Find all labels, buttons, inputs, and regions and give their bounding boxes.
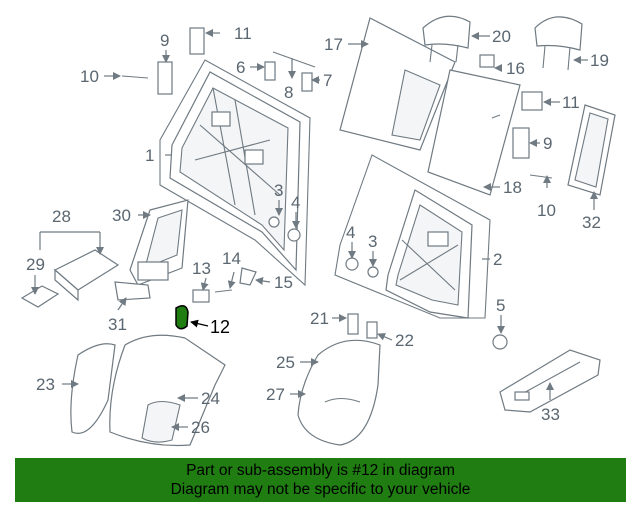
callout-24: 24 — [201, 389, 220, 408]
callout-19: 19 — [590, 51, 609, 70]
leader-lines — [31, 29, 598, 431]
callout-14: 14 — [222, 249, 241, 268]
callout-labels: 1 2 3 3 4 4 5 6 7 8 9 9 10 10 11 11 12 1… — [26, 24, 609, 437]
callout-17: 17 — [324, 35, 343, 54]
back-panel — [339, 17, 456, 151]
banner-line-1: Part or sub-assembly is #12 in diagram — [186, 462, 455, 479]
armrest-assembly — [129, 199, 189, 286]
back-panel-right — [427, 69, 521, 196]
callout-13: 13 — [192, 259, 211, 278]
callout-21: 21 — [310, 309, 329, 328]
parts-diagram: 1 2 3 3 4 4 5 6 7 8 9 9 10 10 11 11 12 1… — [20, 15, 616, 447]
trim-panel — [567, 104, 616, 196]
callout-32: 32 — [582, 213, 601, 232]
cover-piece — [114, 281, 151, 301]
callout-28: 28 — [52, 207, 71, 226]
armrest-bracket — [20, 285, 60, 308]
callout-23: 23 — [36, 375, 55, 394]
armrest-pad — [53, 249, 120, 302]
callout-9: 9 — [160, 31, 169, 50]
callout-26: 26 — [191, 418, 210, 437]
callout-18: 18 — [503, 178, 522, 197]
armrest-housing — [499, 349, 601, 413]
callout-3b: 3 — [368, 232, 377, 251]
callout-7: 7 — [323, 71, 332, 90]
callout-20: 20 — [492, 27, 511, 46]
callout-1: 1 — [145, 146, 154, 165]
headrest-left — [422, 15, 471, 63]
callout-29: 29 — [26, 255, 45, 274]
callout-2: 2 — [493, 250, 502, 269]
callout-3: 3 — [274, 181, 283, 200]
callout-6: 6 — [236, 58, 245, 77]
callout-27: 27 — [266, 385, 285, 404]
fasteners — [121, 27, 553, 350]
callout-9b: 9 — [543, 134, 552, 153]
seat-side-trim — [70, 343, 116, 434]
left-seatback-frame — [159, 59, 311, 287]
callout-11b: 11 — [562, 93, 580, 112]
seat-cushion-cover-right — [297, 339, 381, 446]
callout-5: 5 — [496, 296, 505, 315]
right-seatback-frame — [334, 154, 491, 319]
callout-30: 30 — [112, 206, 131, 225]
info-banner: Part or sub-assembly is #12 in diagram D… — [15, 458, 626, 502]
highlighted-part-12 — [175, 305, 189, 330]
callout-22: 22 — [395, 331, 414, 350]
callout-12: 12 — [210, 317, 230, 337]
callout-31: 31 — [108, 315, 127, 334]
callout-33: 33 — [541, 405, 560, 424]
callout-8: 8 — [284, 83, 293, 102]
callout-11: 11 — [234, 24, 252, 43]
callout-10b: 10 — [537, 201, 556, 220]
callout-16: 16 — [506, 59, 525, 78]
headrest-right — [534, 16, 583, 71]
seat-cushion-cover-left — [109, 334, 226, 447]
callout-25: 25 — [276, 353, 295, 372]
banner-line-2: Diagram may not be specific to your vehi… — [170, 481, 471, 498]
callout-4: 4 — [291, 193, 300, 212]
callout-15: 15 — [274, 273, 293, 292]
callout-4b: 4 — [346, 223, 355, 242]
callout-10: 10 — [80, 67, 99, 86]
